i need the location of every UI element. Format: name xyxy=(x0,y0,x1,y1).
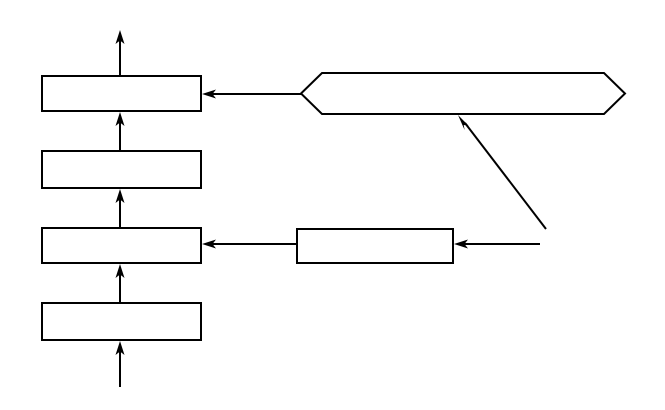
node-box-middle-right[interactable] xyxy=(296,228,454,264)
edge-bottom-to-third-arrowhead xyxy=(115,264,125,278)
box-third-outline[interactable] xyxy=(41,227,202,264)
edge-diagonal-to-hexagon-line xyxy=(464,122,547,230)
edge-out-top-arrowhead xyxy=(115,30,125,44)
edge-input-bottom-arrowhead xyxy=(115,341,125,355)
edge-third-to-second-arrowhead xyxy=(115,189,125,203)
edge-input-middle-right xyxy=(454,239,540,249)
node-box-bottom[interactable] xyxy=(41,302,202,341)
hexagon-right-outline[interactable] xyxy=(299,72,627,115)
edge-middle-to-third-arrowhead xyxy=(202,239,216,249)
edge-input-bottom xyxy=(115,341,125,387)
edge-middle-to-third xyxy=(202,239,299,249)
box-middle-right-outline[interactable] xyxy=(296,228,454,264)
node-hexagon-right[interactable] xyxy=(299,72,627,115)
edge-third-to-second xyxy=(115,189,125,228)
edge-bottom-to-third xyxy=(115,264,125,303)
box-top-outline[interactable] xyxy=(41,75,202,112)
edge-hexagon-to-top xyxy=(202,89,303,99)
edge-input-middle-right-arrowhead xyxy=(454,239,468,249)
edge-layer xyxy=(115,30,547,387)
node-box-top[interactable] xyxy=(41,75,202,112)
edge-second-to-top xyxy=(115,112,125,151)
node-box-second[interactable] xyxy=(41,150,202,189)
node-layer xyxy=(41,72,627,341)
box-bottom-outline[interactable] xyxy=(41,302,202,341)
node-box-third[interactable] xyxy=(41,227,202,264)
edge-diagonal-to-hexagon-arrowhead xyxy=(458,115,469,130)
box-second-outline[interactable] xyxy=(41,150,202,189)
edge-out-top xyxy=(115,30,125,76)
edge-second-to-top-arrowhead xyxy=(115,112,125,126)
edge-hexagon-to-top-arrowhead xyxy=(202,89,216,99)
edge-diagonal-to-hexagon xyxy=(458,115,547,230)
